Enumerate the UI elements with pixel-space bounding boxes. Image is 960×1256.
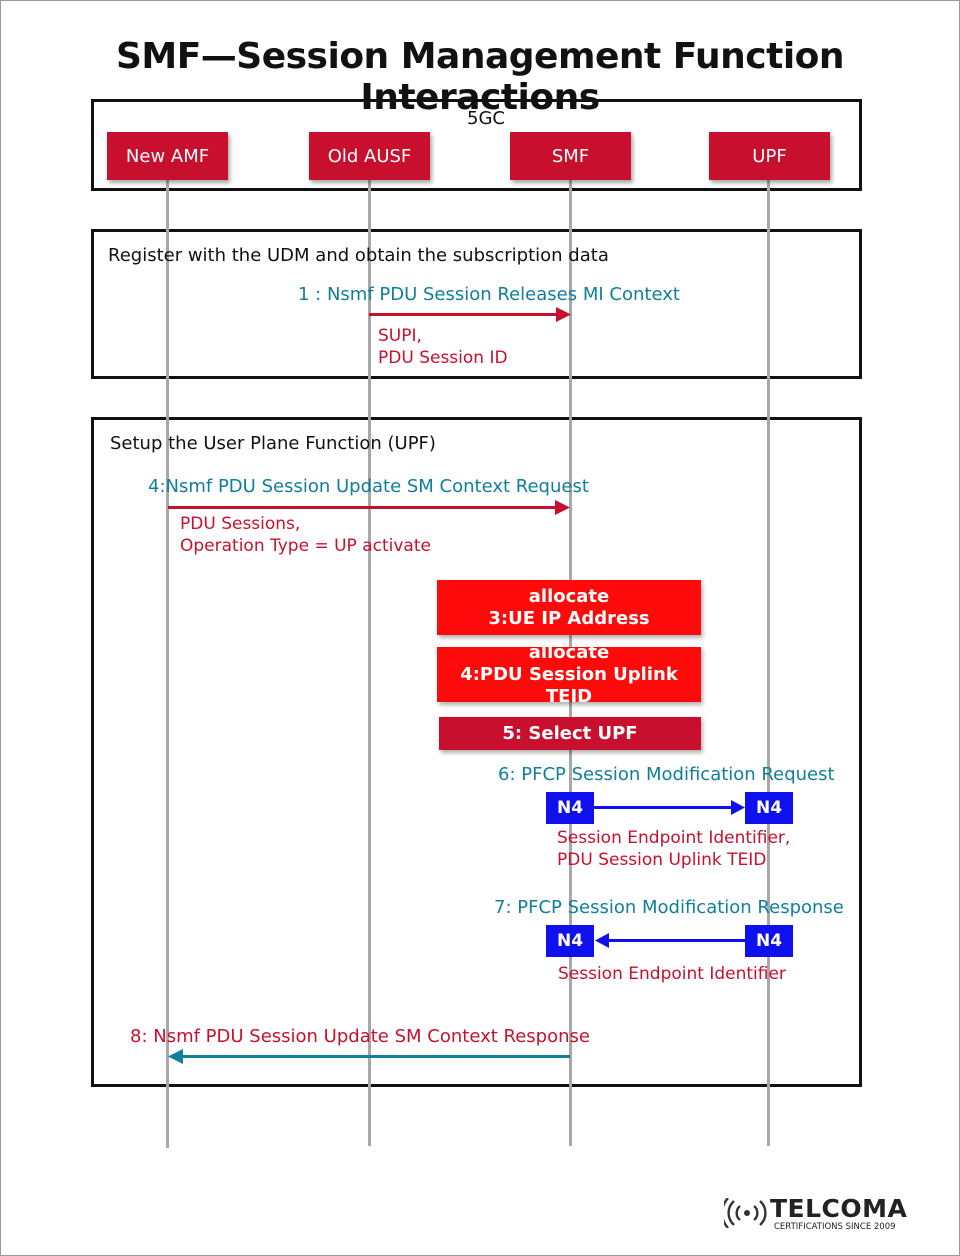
message-8-label: 8: Nsmf PDU Session Update SM Context Re… — [130, 1026, 590, 1047]
message-4-arrowhead — [555, 500, 570, 515]
message-1-arrow-line — [369, 313, 559, 316]
message-4-param-operation-type: Operation Type = UP activate — [180, 536, 431, 556]
message-1-label: 1 : Nsmf PDU Session Releases MI Context — [298, 284, 680, 305]
telcoma-logo: TELCOMA CERTIFICATIONS SINCE 2009 — [724, 1194, 908, 1234]
message-6-arrowhead — [731, 800, 745, 815]
section-setup-upf-box — [91, 417, 862, 1087]
section-setup-upf-heading: Setup the User Plane Function (UPF) — [110, 433, 436, 454]
actor-smf: SMF — [510, 132, 631, 180]
message-7-arrowhead — [595, 933, 609, 948]
message-6-arrow-line — [594, 806, 734, 809]
lifeline-upf — [767, 180, 770, 1146]
n4-smf-request: N4 — [546, 792, 594, 824]
group-5gc-box — [91, 99, 862, 191]
page-title: SMF—Session Management Function Interact… — [115, 36, 845, 118]
message-6-label: 6: PFCP Session Modification Request — [498, 764, 835, 785]
message-4-label: 4:Nsmf PDU Session Update SM Context Req… — [148, 476, 589, 497]
activity-allocate-ue-ip-line1: allocate — [528, 585, 610, 607]
actor-new-amf: New AMF — [107, 132, 228, 180]
section-register-heading: Register with the UDM and obtain the sub… — [108, 245, 609, 266]
lifeline-old-ausf — [368, 180, 371, 1146]
message-1-param-supi: SUPI, — [378, 326, 422, 346]
message-7-param-endpoint-id: Session Endpoint Identifier — [558, 964, 786, 984]
section-register-box — [91, 229, 862, 379]
message-7-arrow-line — [606, 939, 745, 942]
group-5gc-label: 5GC — [467, 108, 505, 129]
logo-tagline: CERTIFICATIONS SINCE 2009 — [774, 1222, 896, 1232]
activity-allocate-uplink-teid: allocate 4:PDU Session Uplink TEID — [437, 642, 701, 707]
message-8-arrowhead — [168, 1049, 183, 1064]
message-6-param-uplink-teid: PDU Session Uplink TEID — [557, 850, 767, 870]
actor-upf: UPF — [709, 132, 830, 180]
n4-upf-request: N4 — [745, 792, 793, 824]
n4-upf-response: N4 — [745, 925, 793, 957]
activity-allocate-ue-ip: allocate 3:UE IP Address — [437, 580, 701, 635]
message-1-param-pdu-session-id: PDU Session ID — [378, 348, 508, 368]
activity-allocate-uplink-teid-line1: allocate — [528, 641, 610, 663]
message-7-label: 7: PFCP Session Modification Response — [494, 897, 844, 918]
lifeline-new-amf — [166, 180, 169, 1148]
message-6-param-endpoint-id: Session Endpoint Identifier, — [557, 828, 791, 848]
logo-name: TELCOMA — [770, 1194, 908, 1223]
signal-waves-icon — [724, 1198, 767, 1228]
actor-old-ausf: Old AUSF — [309, 132, 430, 180]
message-4-arrow-line — [168, 506, 558, 509]
message-4-param-pdu-sessions: PDU Sessions, — [180, 514, 301, 534]
activity-allocate-uplink-teid-line2: 4:PDU Session Uplink TEID — [460, 663, 678, 707]
n4-smf-response: N4 — [546, 925, 594, 957]
message-8-arrow-line — [180, 1055, 570, 1058]
activity-allocate-ue-ip-line2: 3:UE IP Address — [488, 607, 650, 629]
activity-select-upf: 5: Select UPF — [439, 717, 701, 750]
message-1-arrowhead — [556, 307, 571, 322]
